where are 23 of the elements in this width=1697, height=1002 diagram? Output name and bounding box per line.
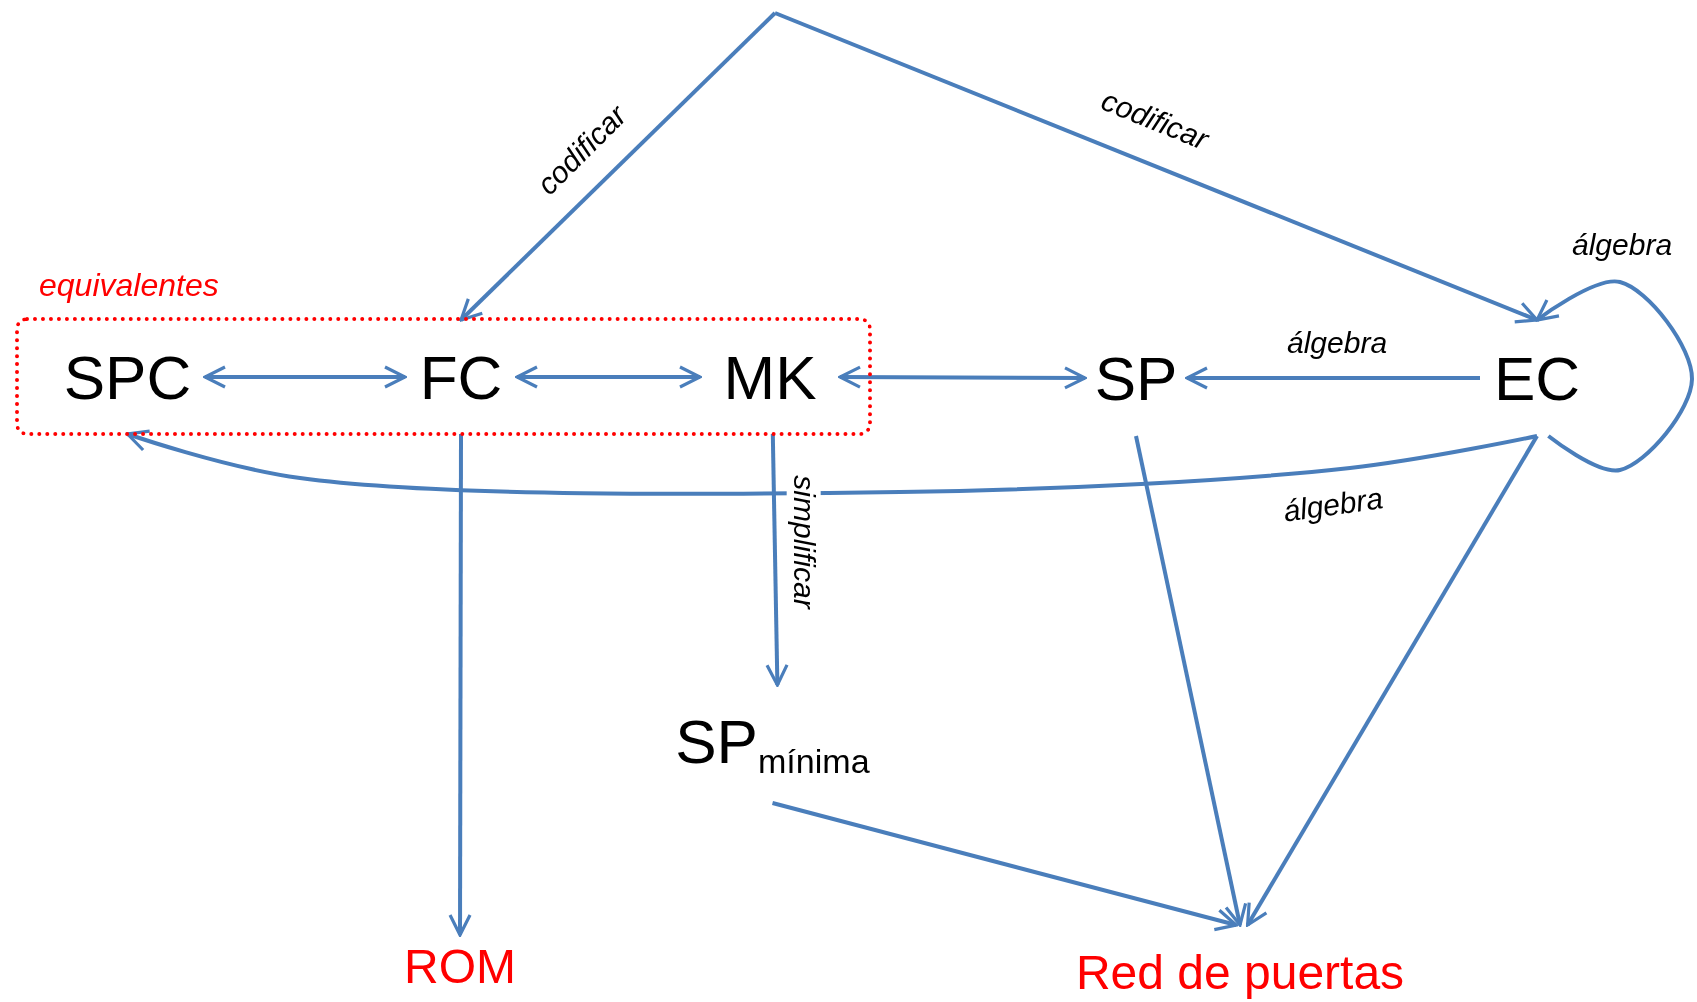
term-label: SP (1085, 320, 1187, 436)
term-label: ROM (395, 935, 525, 997)
arrow (772, 801, 1238, 932)
arrow (203, 365, 407, 389)
term-label: SPC (50, 320, 205, 434)
term-label: FC (405, 320, 517, 434)
arrow (1245, 435, 1539, 927)
group-title: equivalentes (39, 267, 219, 304)
term-label: MK (700, 320, 840, 434)
term-label: SP$_{mínima}$ (650, 685, 895, 803)
arrow (125, 429, 1538, 496)
arrow (774, 11, 1539, 324)
arrow (765, 433, 789, 687)
term-label: EC (1480, 320, 1594, 436)
arrow (1134, 435, 1248, 927)
arrow (515, 365, 702, 389)
arrow (459, 11, 777, 322)
arrow (1535, 279, 1694, 473)
arrow (838, 365, 1087, 390)
arrow (448, 434, 472, 937)
term-label: Red de puertas (1050, 925, 1430, 1000)
arrow (1185, 366, 1480, 390)
edge-label: simplificar (786, 472, 821, 612)
